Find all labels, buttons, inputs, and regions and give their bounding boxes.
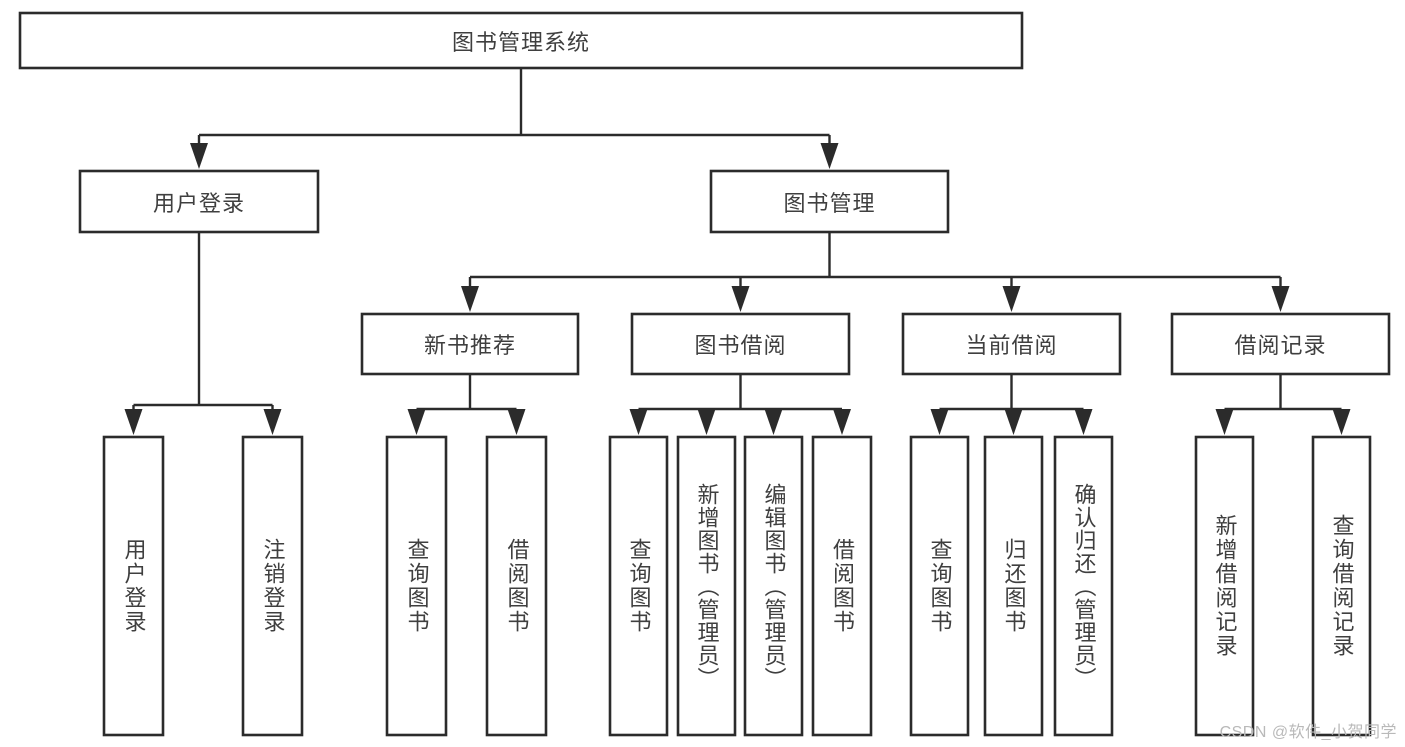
node-box-查询图书[interactable] (608, 435, 669, 737)
node-box-新书推荐[interactable] (360, 312, 580, 376)
watermark-text: CSDN @软件_小贺同学 (1219, 724, 1397, 741)
arrow-head-icon (1332, 409, 1351, 435)
connectors-layer (124, 68, 1351, 435)
node-box-图书管理[interactable] (709, 169, 950, 234)
arrow-head-icon (833, 409, 851, 435)
node-box-借阅图书[interactable] (485, 435, 548, 737)
arrow-head-icon (190, 143, 208, 169)
arrow-head-icon (930, 409, 949, 435)
arrow-head-icon (263, 409, 282, 435)
arrow-head-icon (731, 286, 750, 312)
arrow-head-icon (629, 409, 648, 435)
node-box-查询借阅记录[interactable] (1311, 435, 1372, 737)
arrow-head-icon (697, 409, 716, 435)
node-box-查询图书[interactable] (385, 435, 448, 737)
arrow-head-icon (461, 286, 479, 312)
arrow-head-icon (1004, 409, 1023, 435)
arrow-head-icon (124, 409, 143, 435)
boxes-layer (18, 11, 1391, 737)
node-box-图书管理系统[interactable] (18, 11, 1024, 70)
arrow-head-icon (1215, 409, 1234, 435)
node-box-当前借阅[interactable] (901, 312, 1122, 376)
node-box-新增借阅记录[interactable] (1194, 435, 1255, 737)
node-box-归还图书[interactable] (983, 435, 1044, 737)
node-box-注销登录[interactable] (241, 435, 304, 737)
node-box-图书借阅[interactable] (630, 312, 851, 376)
node-box-编辑图书管理员[interactable] (743, 435, 804, 737)
arrow-head-icon (820, 143, 839, 169)
arrow-head-icon (764, 409, 783, 435)
arrow-head-icon (1271, 286, 1290, 312)
node-box-用户登录[interactable] (102, 435, 165, 737)
arrow-head-icon (507, 409, 526, 435)
node-box-借阅记录[interactable] (1170, 312, 1391, 376)
arrow-head-icon (1074, 409, 1093, 435)
node-box-查询图书[interactable] (909, 435, 970, 737)
node-box-确认归还管理员[interactable] (1053, 435, 1114, 737)
node-box-借阅图书[interactable] (811, 435, 873, 737)
node-box-用户登录[interactable] (78, 169, 320, 234)
arrow-head-icon (1002, 286, 1021, 312)
arrow-head-icon (407, 409, 426, 435)
node-box-新增图书管理员[interactable] (676, 435, 737, 737)
